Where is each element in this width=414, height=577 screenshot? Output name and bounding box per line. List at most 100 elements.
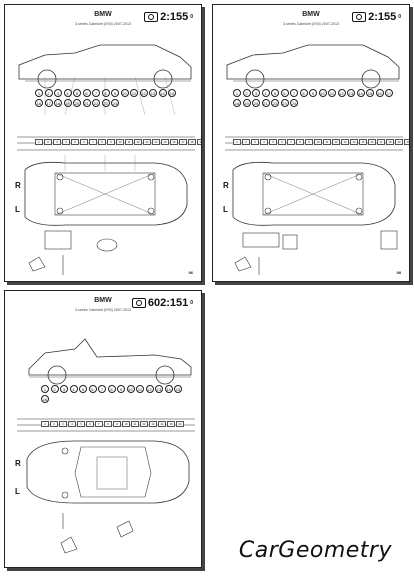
code-cell: 7 bbox=[287, 139, 295, 145]
point-marker: 22 bbox=[92, 98, 100, 107]
point-marker: 17 bbox=[44, 98, 53, 107]
page-number: 96 bbox=[188, 270, 193, 275]
code-cell: 18 bbox=[386, 139, 394, 145]
sheet-code-value: 2:155 bbox=[160, 11, 189, 23]
code-cell: 12 bbox=[332, 139, 340, 145]
point-marker: 19 bbox=[242, 98, 251, 107]
code-cell: 4 bbox=[62, 139, 70, 145]
point-marker: 18 bbox=[54, 98, 62, 107]
point-marker: 3 bbox=[54, 89, 62, 97]
code-cell: 15 bbox=[167, 421, 175, 427]
code-cell: 14 bbox=[158, 421, 166, 427]
point-marker: 10 bbox=[126, 385, 135, 393]
point-marker: 1 bbox=[233, 89, 241, 97]
code-cell: 16 bbox=[170, 139, 178, 145]
code-cell: 14 bbox=[152, 139, 160, 145]
sheet-brand: BMW bbox=[302, 11, 320, 18]
sheet-subtitle: 3-series Cabriolet (E93) 2007-2013 bbox=[74, 308, 132, 312]
point-marker: 11 bbox=[136, 385, 144, 393]
point-marker: 12 bbox=[139, 89, 148, 97]
label-left: L bbox=[15, 205, 20, 214]
code-cell: 10 bbox=[116, 139, 124, 145]
point-marker: 2 bbox=[44, 89, 53, 97]
diagram-sheet-2: BMW 3-series Cabriolet (E93) 2007-2013 2… bbox=[212, 4, 410, 282]
label-right: R bbox=[223, 181, 229, 190]
point-marker: 3 bbox=[252, 89, 260, 97]
point-marker: 20 bbox=[252, 98, 260, 107]
point-marker: 19 bbox=[63, 98, 72, 107]
code-cell: 17 bbox=[377, 139, 385, 145]
point-marker: 8 bbox=[101, 89, 110, 97]
code-cell: 15 bbox=[161, 139, 169, 145]
point-marker: 5 bbox=[79, 385, 87, 393]
code-cell: 1 bbox=[233, 139, 241, 145]
code-cell: 17 bbox=[179, 139, 187, 145]
point-marker: 12 bbox=[337, 89, 346, 97]
page-number: 98 bbox=[396, 270, 401, 275]
point-marker: 5 bbox=[73, 89, 81, 97]
label-left: L bbox=[223, 205, 228, 214]
point-marker: 7 bbox=[98, 385, 106, 393]
code-cell: 7 bbox=[95, 421, 103, 427]
point-marker: 21 bbox=[82, 98, 91, 107]
code-cell: 2 bbox=[44, 139, 52, 145]
code-cell: 8 bbox=[98, 139, 106, 145]
point-marker: 9 bbox=[117, 385, 125, 393]
label-right: R bbox=[15, 181, 21, 190]
point-marker: 1 bbox=[35, 89, 43, 97]
sheet-subtitle: 3-series Cabriolet (E93) 2007-2013 bbox=[282, 22, 340, 26]
code-cell: 9 bbox=[305, 139, 313, 145]
point-marker: 16 bbox=[375, 89, 384, 97]
code-cell: 4 bbox=[68, 421, 76, 427]
code-cell: 6 bbox=[278, 139, 286, 145]
code-cell: 12 bbox=[140, 421, 148, 427]
code-cell: 4 bbox=[260, 139, 268, 145]
code-cell: 5 bbox=[71, 139, 79, 145]
code-cell: 3 bbox=[251, 139, 259, 145]
point-marker: 24 bbox=[111, 98, 119, 107]
code-cell: 10 bbox=[314, 139, 322, 145]
side-view-drawing bbox=[17, 338, 195, 554]
point-marker: 11 bbox=[130, 89, 138, 97]
point-marker: 15 bbox=[366, 89, 374, 97]
point-marker: 8 bbox=[107, 385, 116, 393]
code-cell: 14 bbox=[350, 139, 358, 145]
code-cell: 11 bbox=[125, 139, 133, 145]
point-marker: 8 bbox=[299, 89, 308, 97]
point-marker: 6 bbox=[280, 89, 289, 97]
code-cell: 8 bbox=[296, 139, 304, 145]
point-marker: 2 bbox=[50, 385, 59, 393]
point-marker: 23 bbox=[280, 98, 289, 107]
point-marker: 15 bbox=[174, 385, 182, 393]
point-marker: 10 bbox=[318, 89, 327, 97]
point-marker: 13 bbox=[149, 89, 157, 97]
logo-text: CarGeometry bbox=[238, 538, 392, 563]
point-marker: 18 bbox=[233, 98, 241, 107]
point-marker: 14 bbox=[356, 89, 365, 97]
sheet-subtitle: 3-series Cabriolet (E93) 2007-2013 bbox=[74, 22, 132, 26]
sheet-code-value: 602:151 bbox=[147, 297, 189, 309]
sheet-code-suffix: 0 bbox=[190, 300, 193, 306]
point-marker: 4 bbox=[261, 89, 270, 97]
camera-icon bbox=[352, 12, 367, 22]
camera-icon bbox=[131, 298, 146, 308]
point-marker: 7 bbox=[290, 89, 298, 97]
point-marker: 13 bbox=[155, 385, 163, 393]
point-marker: 20 bbox=[73, 98, 81, 107]
sheet-brand: BMW bbox=[94, 11, 112, 18]
sheet-brand: BMW bbox=[94, 297, 112, 304]
code-cell: 9 bbox=[113, 421, 121, 427]
point-marker: 16 bbox=[41, 394, 49, 403]
point-marker: 15 bbox=[168, 89, 176, 97]
code-cell: 15 bbox=[359, 139, 367, 145]
point-marker: 22 bbox=[271, 98, 279, 107]
point-marker: 5 bbox=[271, 89, 279, 97]
code-cell: 3 bbox=[53, 139, 61, 145]
